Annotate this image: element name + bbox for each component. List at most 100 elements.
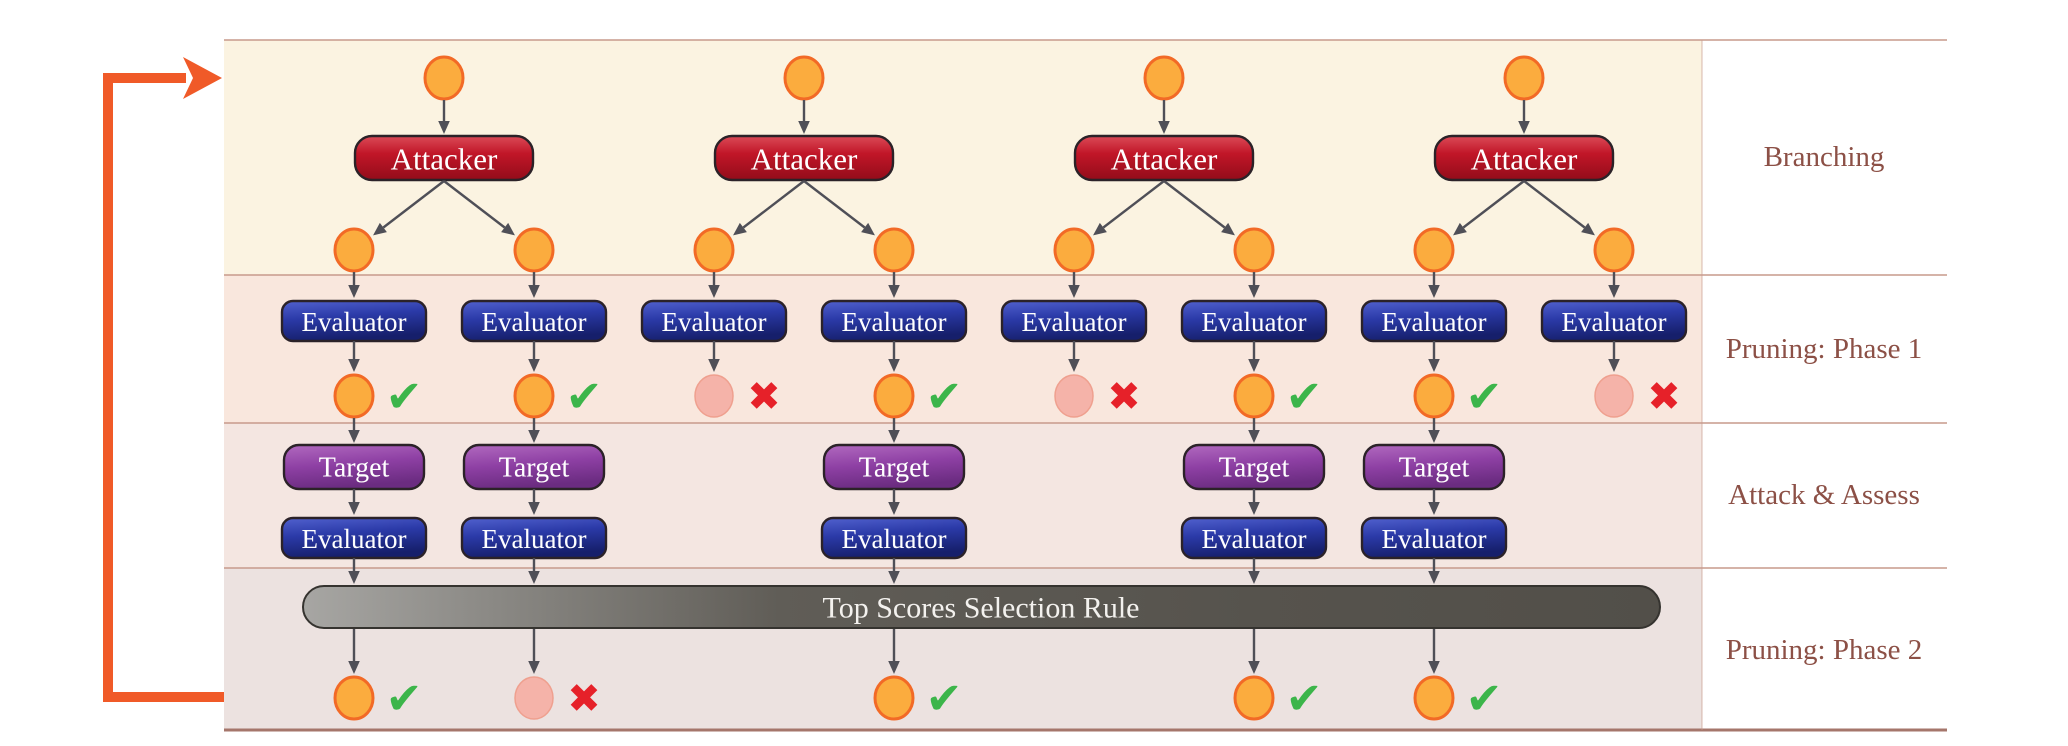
attacker-node-label: Attacker — [751, 142, 858, 177]
phase1-result-node — [873, 373, 915, 419]
flow-arrowhead-icon — [1608, 359, 1620, 372]
target-node-label: Target — [499, 453, 570, 484]
attacker-node — [713, 134, 895, 182]
flow-arrowhead-icon — [1428, 661, 1440, 674]
selection-bar: Top Scores Selection Rule — [302, 585, 1661, 629]
target-evaluator-node-label: Evaluator — [1202, 524, 1307, 554]
flow-arrowhead-icon — [888, 430, 900, 443]
branch-node — [1053, 227, 1095, 273]
flow-arrow — [742, 180, 805, 229]
flow-arrowhead-icon — [348, 285, 360, 298]
flow-arrowhead-icon — [348, 571, 360, 584]
flow-arrowhead-icon — [888, 285, 900, 298]
evaluator-node-label: Evaluator — [1022, 307, 1127, 337]
target-node-label: Target — [1219, 453, 1290, 484]
phase1-result-node — [333, 373, 375, 419]
evaluator-node-label: Evaluator — [842, 307, 947, 337]
flow-arrow — [803, 180, 866, 229]
flow-arrowhead-icon — [528, 430, 540, 443]
selection-bar-label: Top Scores Selection Rule — [822, 592, 1139, 625]
prune-cross-icon: ✖ — [567, 676, 601, 722]
flow-arrowhead-icon — [1248, 661, 1260, 674]
flow-arrowhead-icon — [1608, 285, 1620, 298]
branch-node — [333, 227, 375, 273]
branch-node — [1233, 227, 1275, 273]
attacker-node-label: Attacker — [1471, 142, 1578, 177]
flow-arrowhead-icon — [1518, 121, 1530, 134]
target-evaluator-node-label: Evaluator — [1382, 524, 1487, 554]
flow-arrowhead-icon — [888, 571, 900, 584]
final-result-node — [333, 675, 375, 721]
phase-label-attack-assess: Attack & Assess — [1728, 479, 1920, 511]
branch-node — [513, 227, 555, 273]
loop-arrow-line — [103, 73, 224, 702]
tree-content: AttackerEvaluator✔TargetEvaluatorEvaluat… — [280, 55, 1688, 584]
evaluator-node-label: Evaluator — [1382, 307, 1487, 337]
evaluator-node-label: Evaluator — [482, 307, 587, 337]
phase1-result-node — [1594, 374, 1634, 418]
root-node — [1503, 55, 1545, 101]
root-node — [1143, 55, 1185, 101]
flow-arrowhead-icon — [798, 121, 810, 134]
flow-arrow — [1163, 180, 1226, 229]
flow-arrowhead-icon — [1428, 359, 1440, 372]
band-pruning-phase-1 — [224, 275, 1702, 423]
flow-arrow — [1462, 180, 1525, 229]
flow-arrow — [1523, 180, 1586, 229]
phase1-result-node — [1413, 373, 1455, 419]
final-result-node — [514, 676, 554, 720]
flow-arrowhead-icon — [1581, 222, 1595, 236]
flow-arrowhead-icon — [708, 285, 720, 298]
flow-arrowhead-icon — [1428, 571, 1440, 584]
phase1-result-node — [694, 374, 734, 418]
flow-arrowhead-icon — [438, 121, 450, 134]
attacker-node — [1433, 134, 1615, 182]
root-node — [783, 55, 825, 101]
flow-arrowhead-icon — [1248, 502, 1260, 515]
flow-arrowhead-icon — [1248, 285, 1260, 298]
keep-check-icon: ✔ — [386, 674, 423, 725]
phase-label-branching: Branching — [1764, 141, 1885, 173]
branch-node — [873, 227, 915, 273]
flow-arrowhead-icon — [348, 502, 360, 515]
target-node-label: Target — [859, 453, 930, 484]
band-dividers — [224, 39, 1947, 732]
flow-arrowhead-icon — [528, 502, 540, 515]
flow-arrow — [443, 180, 506, 229]
flow-arrowhead-icon — [1221, 222, 1235, 236]
evaluator-node-label: Evaluator — [662, 307, 767, 337]
selection-bar-box — [302, 585, 1661, 629]
flow-arrowhead-icon — [528, 661, 540, 674]
target-evaluator-node-label: Evaluator — [482, 524, 587, 554]
evaluator-node-label: Evaluator — [1202, 307, 1307, 337]
phase1-result-node — [1233, 373, 1275, 419]
keep-check-icon: ✔ — [566, 372, 603, 423]
prune-cross-icon: ✖ — [747, 374, 781, 420]
flow-arrowhead-icon — [1453, 222, 1467, 236]
keep-check-icon: ✔ — [1286, 674, 1323, 725]
post-bar-content: ✔✖✔✔✔ — [333, 629, 1503, 725]
target-node-label: Target — [1399, 453, 1470, 484]
flow-arrowhead-icon — [348, 661, 360, 674]
loop-arrow — [103, 57, 224, 702]
attacker-node — [1073, 134, 1255, 182]
flow-arrowhead-icon — [373, 222, 387, 236]
flow-arrowhead-icon — [528, 359, 540, 372]
flow-arrowhead-icon — [1428, 430, 1440, 443]
flow-arrowhead-icon — [1248, 571, 1260, 584]
flow-arrowhead-icon — [528, 285, 540, 298]
flow-arrowhead-icon — [1093, 222, 1107, 236]
flow-arrowhead-icon — [501, 222, 515, 236]
keep-check-icon: ✔ — [386, 372, 423, 423]
flow-arrowhead-icon — [888, 661, 900, 674]
keep-check-icon: ✔ — [1466, 674, 1503, 725]
branch-node — [693, 227, 735, 273]
final-result-node — [873, 675, 915, 721]
attacker-node-label: Attacker — [1111, 142, 1218, 177]
flow-arrowhead-icon — [888, 359, 900, 372]
loop-arrowhead-icon — [183, 57, 222, 99]
flow-arrowhead-icon — [1428, 502, 1440, 515]
root-node — [423, 55, 465, 101]
